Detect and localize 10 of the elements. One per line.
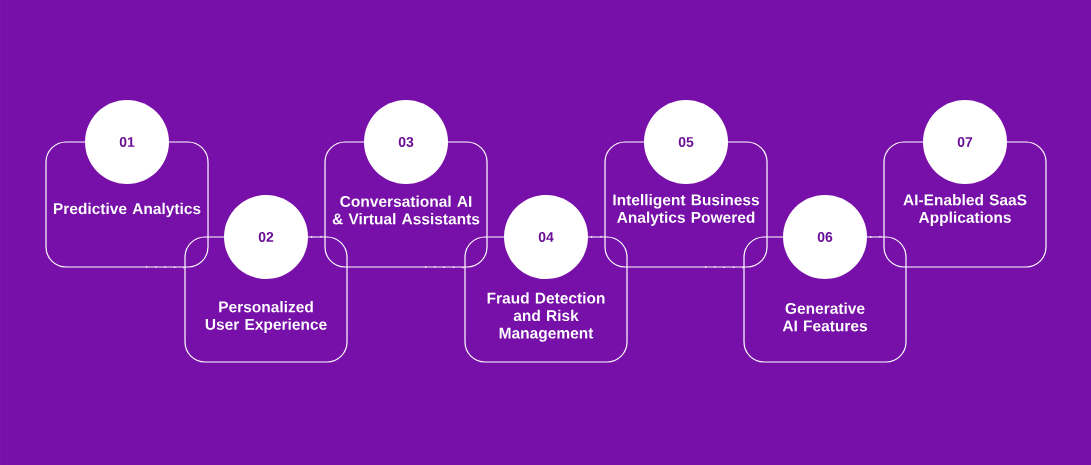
- connector: [424, 266, 466, 269]
- step-title: Generative AI Features: [782, 302, 867, 332]
- connector: [704, 266, 745, 269]
- step-title: Intelligent Business Analytics Powered: [613, 194, 759, 226]
- step-title: Conversational AI & Virtual Assistants: [332, 195, 480, 225]
- step-title: Personalized User Experience: [205, 301, 327, 333]
- step-title: Fraud Detection and Risk Management: [487, 292, 605, 342]
- step-title: Predictive Analytics: [53, 202, 201, 218]
- connector: [145, 266, 186, 269]
- step-title: AI-Enabled SaaS Applications: [903, 194, 1027, 226]
